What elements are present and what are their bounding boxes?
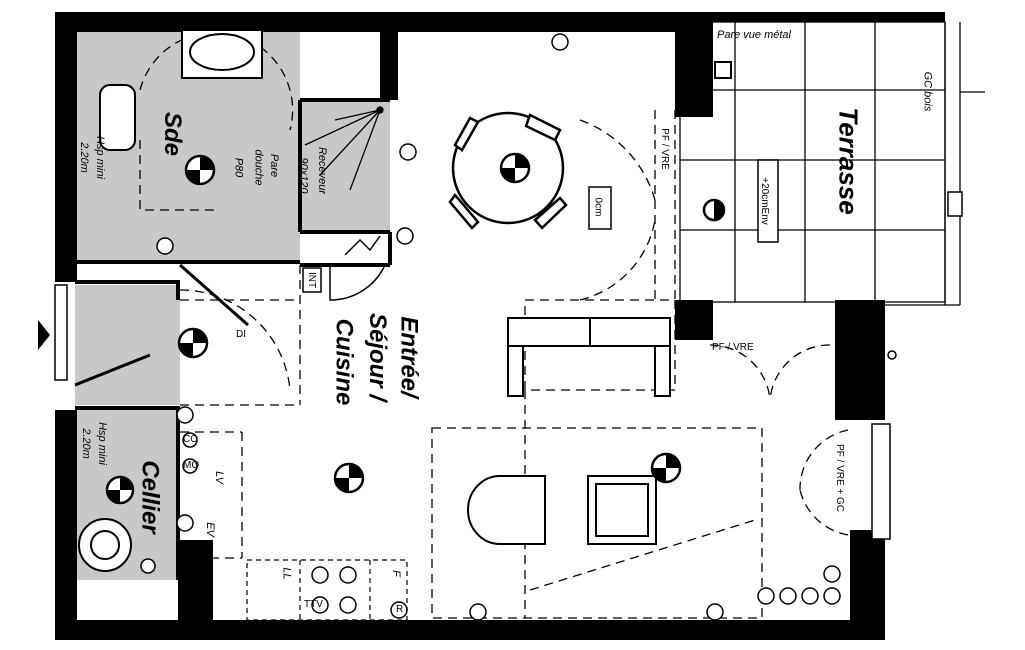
pare-douche-line1: Pare xyxy=(268,153,281,178)
hsp-sde-line1: Hsp mini xyxy=(93,136,106,179)
label-frames xyxy=(302,159,779,293)
di-label: DI xyxy=(236,329,246,340)
shower-tray xyxy=(304,106,384,191)
receveur-line2: 90x120 xyxy=(297,157,310,194)
pare-douche-line2: douche xyxy=(252,149,265,186)
mo-label: MO xyxy=(183,460,200,471)
ev-label: EV xyxy=(203,522,216,537)
hsp-cellier-line1: Hsp mini xyxy=(95,422,108,465)
r-label: R xyxy=(396,604,404,615)
plus20-label: +20cmEnv xyxy=(758,177,770,225)
entry-arrow xyxy=(38,320,50,350)
co-label: CO xyxy=(183,434,198,445)
ttv-label: TTV xyxy=(304,599,323,610)
pare-douche-line3: P80 xyxy=(232,157,245,178)
pare-vue-label: Pare vue métal xyxy=(717,29,791,41)
pf-vre-mid-label: PF / VRE xyxy=(712,342,754,353)
pare-vue-post xyxy=(714,61,732,79)
walls xyxy=(55,12,945,640)
ll-label: LL xyxy=(280,567,293,580)
water-heater xyxy=(78,518,132,572)
interior-doors xyxy=(74,263,249,387)
room-label-cuisine: Cuisine xyxy=(330,318,358,406)
terrace-grid xyxy=(679,21,985,306)
lv-label: LV xyxy=(212,471,225,484)
hsp-cellier-line2: 2.20m xyxy=(79,428,92,459)
gc-bois-label: GC bois xyxy=(921,71,934,112)
pf-vre-top-label: PF / VRE xyxy=(658,128,670,170)
room-label-entree: Entrée/ xyxy=(395,316,423,398)
sink-wc xyxy=(99,29,263,151)
sofa xyxy=(507,317,671,397)
zero-cm-label: 0cm xyxy=(592,197,604,217)
room-label-cellier: Cellier xyxy=(136,460,164,534)
armchairs xyxy=(467,475,657,545)
dashed-elements xyxy=(139,31,849,619)
room-label-sde: Sde xyxy=(159,111,187,157)
partitions xyxy=(75,98,392,580)
receveur-line1: Receveur xyxy=(316,146,329,195)
hsp-sde-line2: 2.20m xyxy=(77,142,90,173)
socket-symbols xyxy=(140,33,897,621)
int-label: INT xyxy=(306,271,318,289)
room-label-sejour: Séjour / xyxy=(364,312,392,402)
window-frames xyxy=(54,191,963,540)
kitchen-counter xyxy=(246,559,408,621)
f-label: F xyxy=(389,570,402,577)
entry-door xyxy=(329,235,386,301)
room-label-terrasse: Terrasse xyxy=(833,107,864,215)
pf-vre-gc-label: PF / VRE + GC xyxy=(834,443,846,513)
